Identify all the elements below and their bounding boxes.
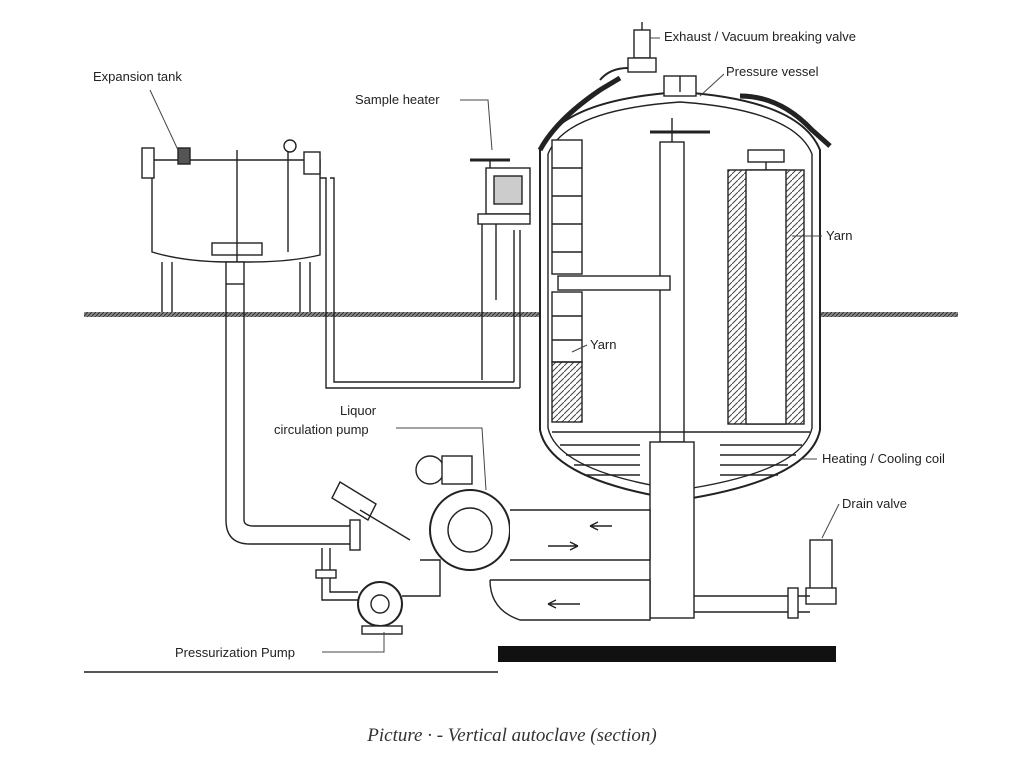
heating-cooling-coil xyxy=(552,431,810,476)
right-yarn-package xyxy=(727,149,805,425)
label-yarn-left: Yarn xyxy=(590,337,617,352)
label-drain-valve: Drain valve xyxy=(842,496,907,511)
label-sample-heater: Sample heater xyxy=(355,92,440,107)
drain-valve xyxy=(694,539,837,619)
label-liquor-pump-line1: Liquor xyxy=(340,403,377,418)
caption-text: - Vertical autoclave (section) xyxy=(436,725,657,746)
leader-lines xyxy=(149,37,840,653)
pressurization-pump xyxy=(315,548,441,635)
left-yarn-stack xyxy=(551,139,583,423)
caption-mark: · xyxy=(427,725,432,746)
exhaust-valve xyxy=(599,22,657,81)
heater-line-pipe xyxy=(320,177,521,389)
label-exhaust-valve: Exhaust / Vacuum breaking valve xyxy=(664,29,856,44)
tank-drop-pipe xyxy=(225,261,361,551)
label-heating-cooling-coil: Heating / Cooling coil xyxy=(822,451,945,466)
suction-valve xyxy=(331,481,411,541)
label-expansion-tank: Expansion tank xyxy=(93,69,182,84)
liquor-circulation-pump xyxy=(415,455,651,621)
floor-line xyxy=(84,312,958,317)
label-pressurization-pump: Pressurization Pump xyxy=(175,645,295,660)
pressure-vessel xyxy=(539,75,821,619)
expansion-tank xyxy=(141,139,321,312)
right-top-pipe xyxy=(739,93,832,148)
left-top-pipe xyxy=(537,75,622,152)
label-pressure-vessel: Pressure vessel xyxy=(726,64,819,79)
caption-prefix: Picture xyxy=(367,725,423,746)
label-yarn-right: Yarn xyxy=(826,228,853,243)
sample-heater xyxy=(470,158,531,380)
label-liquor-pump-line2: circulation pump xyxy=(274,422,369,437)
figure-caption: Picture · - Vertical autoclave (section) xyxy=(0,725,1024,747)
base-plate xyxy=(498,646,836,662)
